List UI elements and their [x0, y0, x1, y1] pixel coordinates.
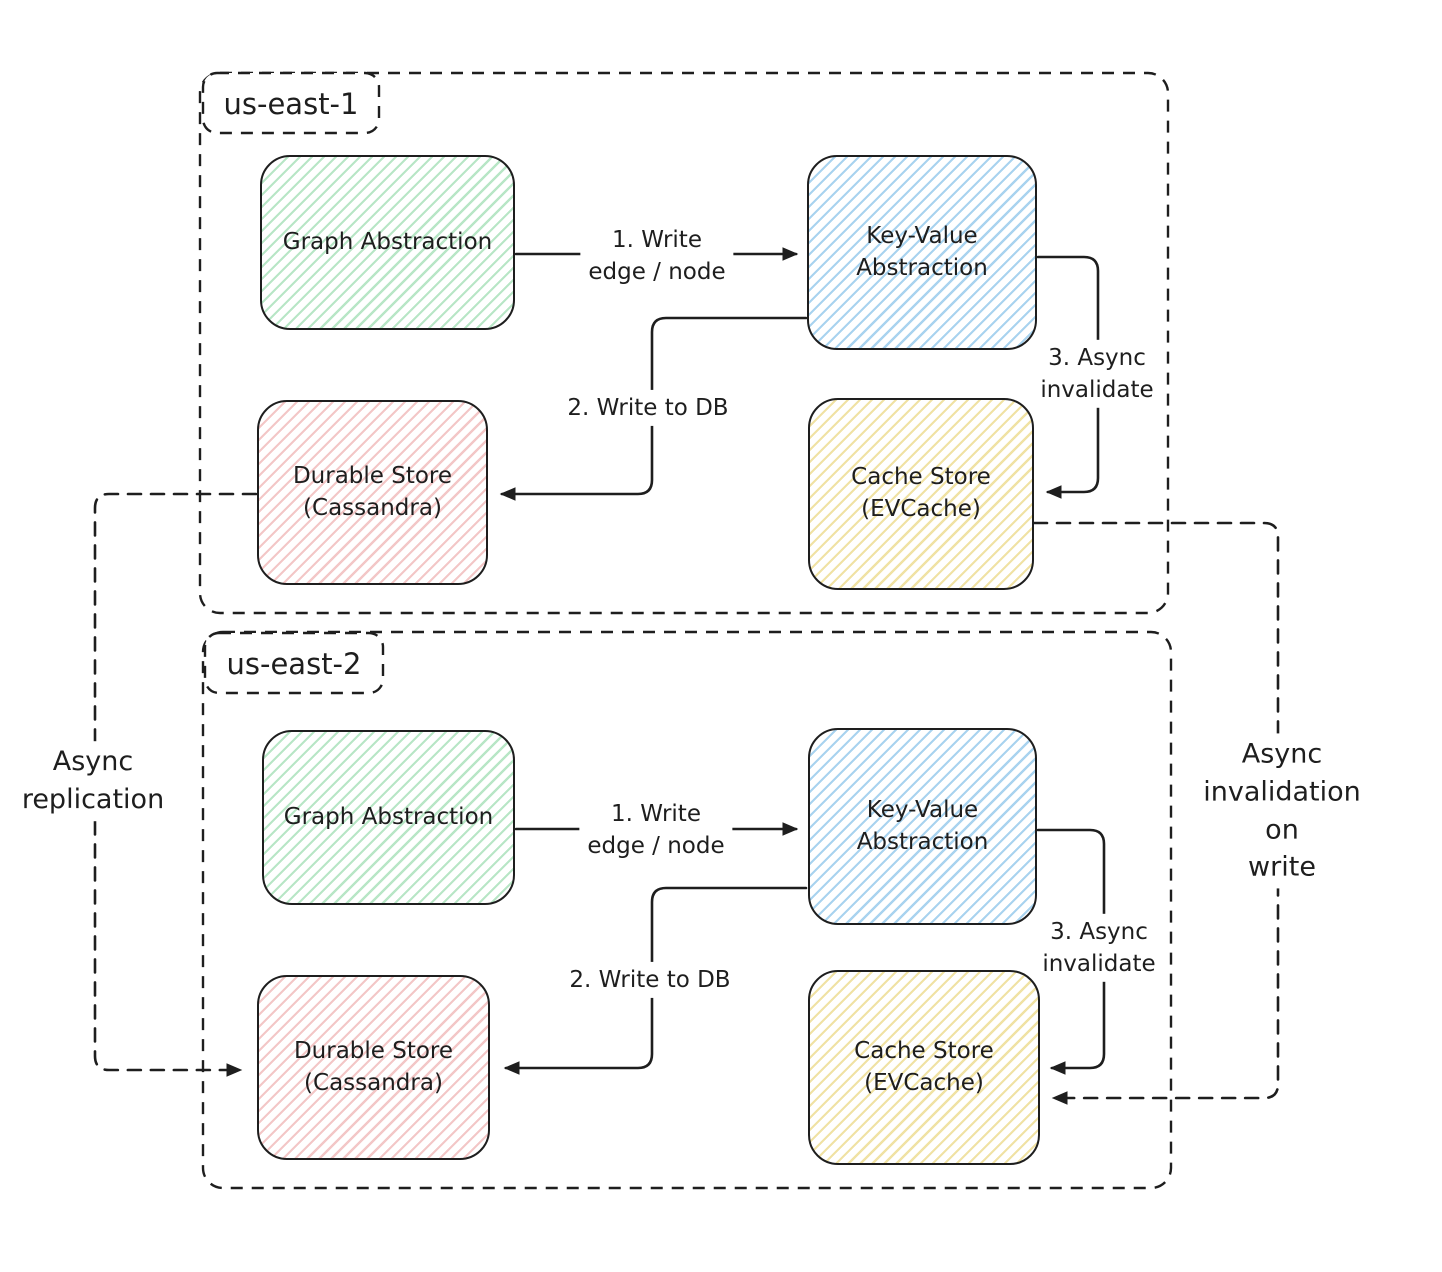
node-label: (Cassandra) — [303, 494, 442, 521]
edge-label-line: on — [1265, 814, 1299, 845]
node-key-value-abstraction-us-east-1: Key-Value Abstraction — [807, 155, 1037, 350]
node-label: Abstraction — [856, 254, 988, 281]
node-key-value-abstraction-us-east-2: Key-Value Abstraction — [808, 728, 1037, 925]
node-label: (Cassandra) — [304, 1069, 443, 1096]
node-label: Key-Value — [866, 796, 979, 823]
edge-label-async-invalidate-us-east-1: 3. Async invalidate — [1032, 339, 1162, 409]
node-label: Graph Abstraction — [283, 803, 494, 830]
edge-label-line: 3. Async — [1050, 918, 1148, 945]
node-cache-store-us-east-2: Cache Store (EVCache) — [808, 970, 1040, 1165]
edge-label-write-edge-node-us-east-1: 1. Write edge / node — [580, 221, 734, 291]
node-label: Durable Store — [293, 1037, 454, 1064]
edge-label-write-to-db-us-east-2: 2. Write to DB — [561, 961, 739, 999]
edge-label-async-invalidation-on-write: Async invalidation on write — [1197, 733, 1367, 889]
node-graph-abstraction-us-east-2: Graph Abstraction — [262, 730, 515, 905]
region-label-box-us-east-1 — [201, 71, 381, 135]
edge-label-line: Async — [52, 746, 134, 778]
node-label: Graph Abstraction — [282, 228, 493, 255]
region-title-us-east-2: us-east-2 — [226, 647, 362, 681]
node-cache-store-us-east-1: Cache Store (EVCache) — [808, 398, 1034, 590]
edge-label-async-invalidate-us-east-2: 3. Async invalidate — [1034, 913, 1164, 983]
node-label: Key-Value — [866, 222, 978, 249]
edge-label-line: write — [1248, 851, 1316, 883]
edge-label-line: 3. Async — [1048, 344, 1146, 371]
arrow-async-invalidation-on-write — [1032, 521, 1280, 1105]
region-title-us-east-1: us-east-1 — [223, 87, 359, 121]
node-graph-abstraction-us-east-1: Graph Abstraction — [260, 155, 515, 330]
region-boundary-us-east-1 — [198, 71, 1170, 615]
edge-label-line: invalidation — [1203, 776, 1361, 808]
node-label: Abstraction — [856, 828, 989, 855]
edge-label-line: edge / node — [587, 833, 725, 859]
edge-label-write-to-db-us-east-1: 2. Write to DB — [559, 389, 737, 427]
node-label: (EVCache) — [861, 496, 981, 522]
edge-label-line: Async — [1241, 738, 1323, 770]
edge-label-async-replication: Async replication — [15, 741, 171, 821]
node-durable-store-us-east-2: Durable Store (Cassandra) — [257, 975, 490, 1160]
edge-label-line: invalidate — [1042, 951, 1156, 977]
node-durable-store-us-east-1: Durable Store (Cassandra) — [257, 400, 488, 585]
edge-label-line: invalidate — [1040, 377, 1154, 403]
region-label-box-us-east-2 — [203, 631, 385, 695]
node-label: Cache Store — [851, 464, 991, 491]
edge-label-line: edge / node — [588, 259, 726, 285]
edge-label-write-edge-node-us-east-2: 1. Write edge / node — [579, 795, 733, 865]
edge-label-line: 1. Write — [612, 226, 702, 253]
edge-label-line: replication — [21, 784, 165, 815]
region-boundary-us-east-2 — [201, 630, 1173, 1190]
edge-label-line: 1. Write — [611, 800, 701, 827]
node-label: Cache Store — [854, 1037, 994, 1064]
node-label: Durable Store — [292, 462, 453, 489]
node-label: (EVCache) — [864, 1069, 984, 1096]
